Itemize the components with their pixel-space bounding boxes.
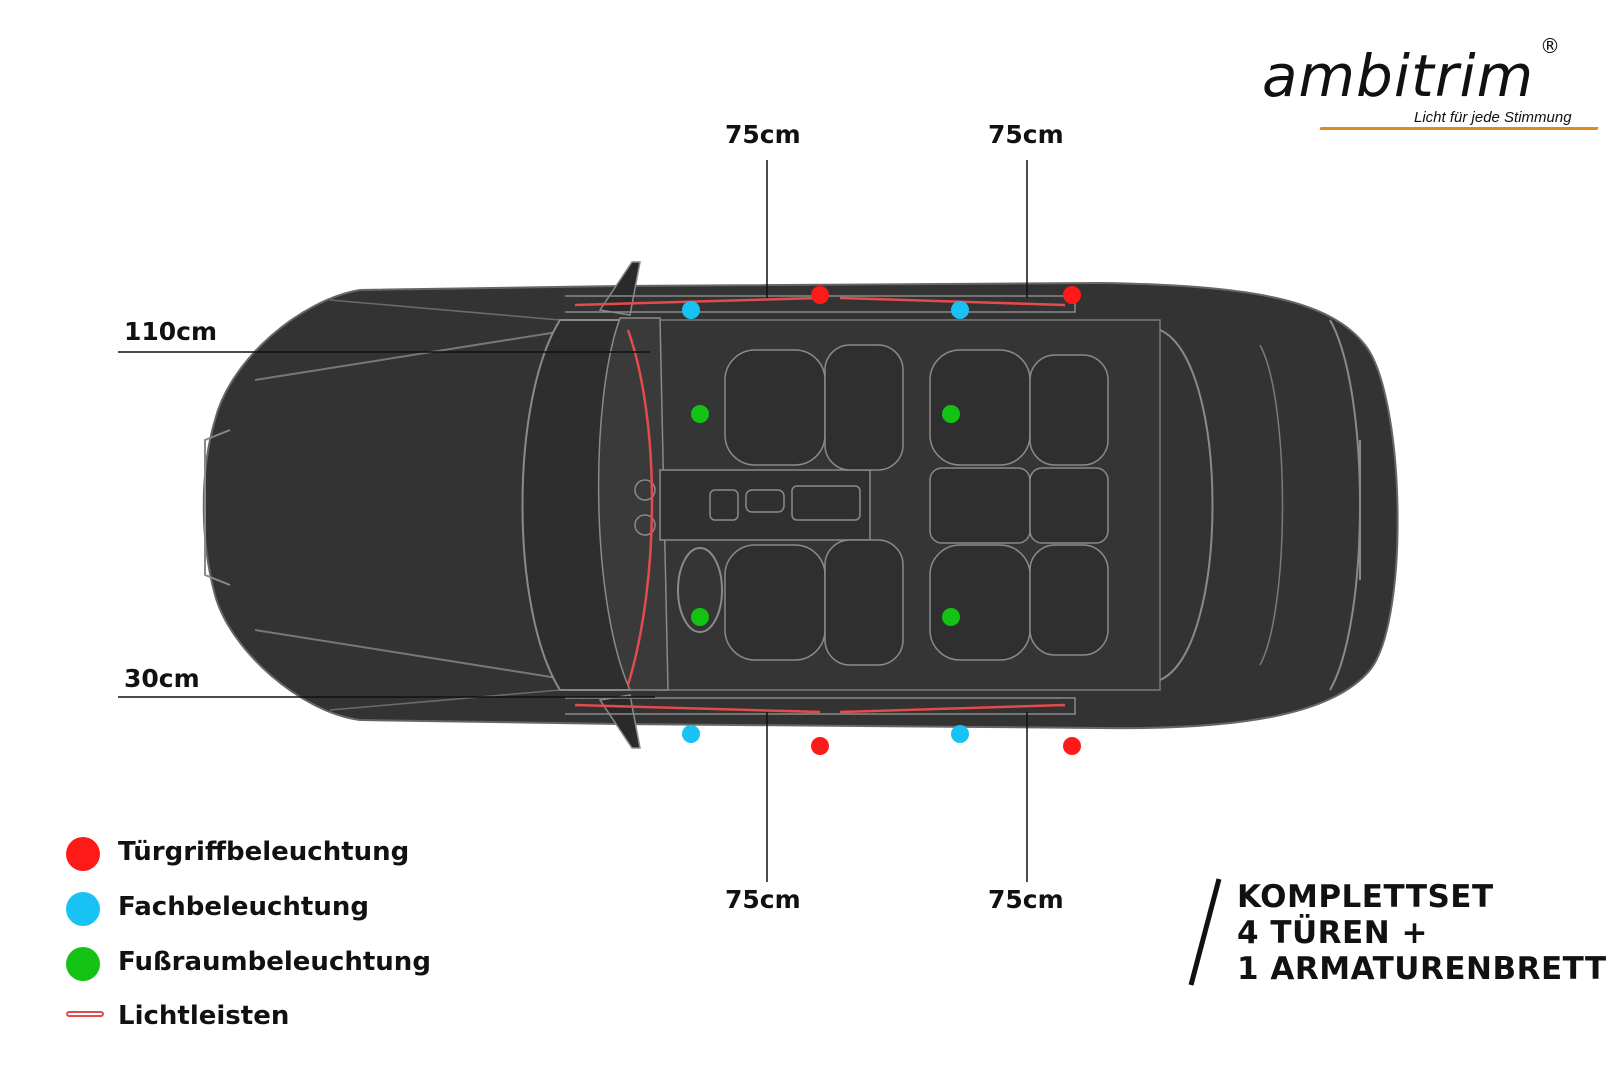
legend-label: Türgriffbeleuchtung xyxy=(118,837,410,867)
legend-label: Fachbeleuchtung xyxy=(118,892,369,922)
door-handle-dot xyxy=(811,286,829,304)
compartment-dot xyxy=(951,725,969,743)
set-line-2: 4 TÜREN + xyxy=(1237,915,1428,951)
door-handle-dot xyxy=(811,737,829,755)
leader-lines xyxy=(118,160,1028,882)
green-dot-icon xyxy=(66,947,100,981)
light-strips xyxy=(574,296,1066,714)
legend-item-compartment: Fachbeleuchtung xyxy=(66,888,466,928)
car-body xyxy=(202,261,1399,749)
footwell-dot xyxy=(691,608,709,626)
legend-label: Fußraumbeleuchtung xyxy=(118,947,431,977)
dimension-bottom-rear: 75cm xyxy=(988,885,1064,914)
set-line-3: 1 ARMATURENBRETT xyxy=(1237,951,1607,987)
footwell-dot xyxy=(942,608,960,626)
red-dot-icon xyxy=(66,837,100,871)
set-line-1: KOMPLETTSET xyxy=(1237,879,1494,915)
set-info: KOMPLETTSET 4 TÜREN + 1 ARMATURENBRETT xyxy=(1185,875,1607,990)
compartment-lights xyxy=(682,301,969,743)
dimension-dashboard-left: 110cm xyxy=(124,317,218,346)
legend-item-light-strips: Lichtleisten xyxy=(66,997,466,1037)
dimension-dashboard-lower: 30cm xyxy=(124,664,200,693)
dimension-top-rear: 75cm xyxy=(988,120,1064,149)
blue-dot-icon xyxy=(66,892,100,926)
registered-mark: ® xyxy=(1540,34,1560,58)
dimension-bottom-front: 75cm xyxy=(725,885,801,914)
logo-wordmark: ambitrim xyxy=(1262,42,1535,110)
slash-icon xyxy=(1188,878,1222,986)
door-handle-dot xyxy=(1063,286,1081,304)
legend-label: Lichtleisten xyxy=(118,1001,290,1031)
light-strip-icon xyxy=(66,1011,104,1017)
compartment-dot xyxy=(682,725,700,743)
ambitrim-logo: ambitrim ® Licht für jede Stimmung xyxy=(1262,30,1602,140)
compartment-dot xyxy=(951,301,969,319)
footwell-dot xyxy=(942,405,960,423)
door-handle-lights xyxy=(811,286,1081,755)
legend-item-footwell: Fußraumbeleuchtung xyxy=(66,943,466,983)
logo-tagline: Licht für jede Stimmung xyxy=(1414,109,1572,126)
logo-underline xyxy=(1319,127,1599,130)
footwell-lights xyxy=(691,405,960,626)
dimension-top-front: 75cm xyxy=(725,120,801,149)
legend-item-door-handle: Türgriffbeleuchtung xyxy=(66,833,466,873)
footwell-dot xyxy=(691,405,709,423)
compartment-dot xyxy=(682,301,700,319)
door-handle-dot xyxy=(1063,737,1081,755)
